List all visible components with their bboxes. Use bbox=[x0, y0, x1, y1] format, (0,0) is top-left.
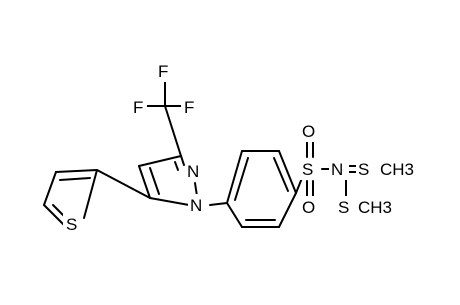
bond-ph-6-1-double bbox=[234, 157, 249, 201]
bond-ph-4-5 bbox=[278, 150, 297, 194]
atom-f-right: F bbox=[184, 98, 194, 117]
bond-ph-6-1 bbox=[226, 150, 243, 204]
atom-s-methylthio-2: S bbox=[338, 198, 349, 217]
bond-n1-phenyl bbox=[209, 202, 228, 206]
atom-n-imine: N bbox=[331, 160, 343, 179]
atom-ch3-2: CH3 bbox=[358, 198, 392, 217]
thiophene-ring bbox=[43, 169, 151, 226]
bond-c5-c4-double bbox=[149, 167, 160, 195]
bond-pyrazole-thiophene bbox=[96, 169, 151, 199]
bond-th-c2-c3 bbox=[55, 169, 98, 173]
bond-c3-n2-double bbox=[174, 161, 179, 171]
bond-cf3-pyrazole bbox=[164, 105, 182, 157]
atom-s-thiophene: S bbox=[66, 215, 77, 234]
bond-th-c2-c3-double bbox=[59, 177, 91, 181]
atom-n-ring-lower: N bbox=[190, 196, 202, 215]
bond-phenyl-s bbox=[295, 177, 303, 194]
bond-c3-n2 bbox=[180, 155, 185, 166]
bond-ph-1-2 bbox=[226, 202, 243, 228]
atom-labels: F F F N N S S O O N S CH3 S CH3 bbox=[63, 60, 414, 235]
atom-ch3-1: CH3 bbox=[380, 160, 414, 179]
bond-n1-c5 bbox=[149, 197, 190, 206]
atom-f-left: F bbox=[133, 98, 143, 117]
trifluoromethyl-group bbox=[144, 79, 185, 157]
atom-f-top: F bbox=[158, 62, 168, 81]
bond-th-s-c2 bbox=[83, 169, 98, 219]
bond-th-c4-c5 bbox=[43, 204, 65, 226]
atom-o-upper: O bbox=[302, 122, 315, 141]
atom-o-lower: O bbox=[302, 198, 315, 217]
bond-c5-c4 bbox=[138, 165, 151, 199]
bond-ph-3-4 bbox=[278, 192, 297, 228]
bond-th-c3-c4 bbox=[43, 171, 57, 206]
atom-s-methylthio-1: S bbox=[358, 160, 369, 179]
bond-ph-4-5-double bbox=[273, 157, 289, 192]
bond-c4-c3 bbox=[138, 155, 182, 167]
atom-s-sulfonyl: S bbox=[302, 160, 313, 179]
atom-n-ring-upper: N bbox=[187, 162, 199, 181]
pyrazole-ring bbox=[138, 155, 198, 206]
bond-n2-n1 bbox=[194, 182, 198, 197]
benzene-ring bbox=[209, 150, 297, 228]
